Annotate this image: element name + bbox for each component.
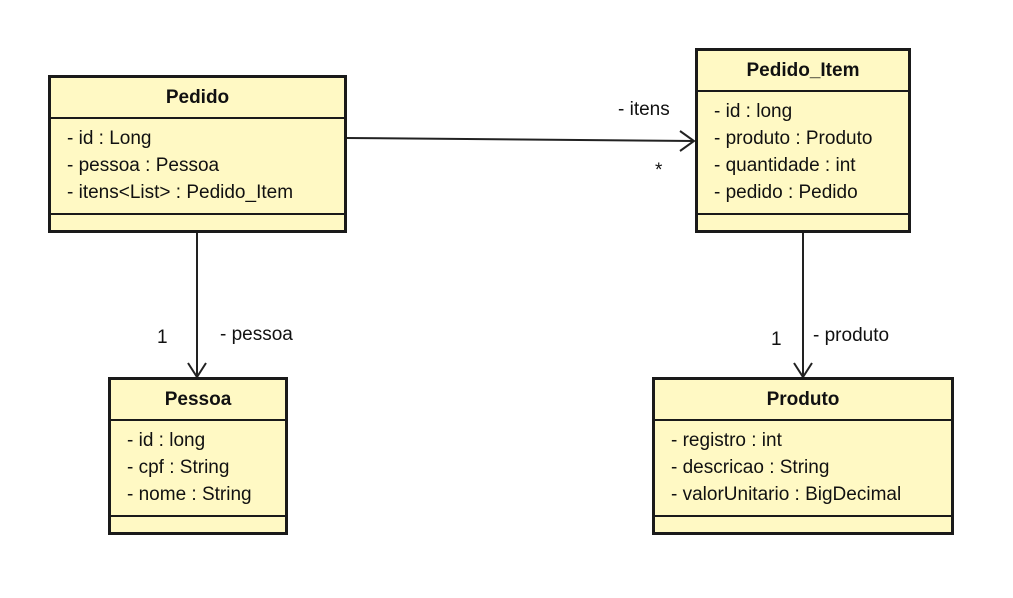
attribute: - descricao : String <box>671 457 830 478</box>
attribute: - registro : int <box>671 430 782 451</box>
attribute: - itens<List> : Pedido_Item <box>67 182 294 203</box>
attribute: - id : Long <box>67 128 152 149</box>
role-label-produto: - produto <box>813 325 890 346</box>
attribute: - pessoa : Pessoa <box>67 155 220 176</box>
attribute: - valorUnitario : BigDecimal <box>671 484 902 505</box>
attribute: - id : long <box>127 430 206 451</box>
attribute: - id : long <box>714 101 793 122</box>
attribute: - nome : String <box>127 484 252 505</box>
class-attributes: - id : long - produto : Produto - quanti… <box>698 92 908 215</box>
class-attributes: - registro : int - descricao : String - … <box>655 421 951 517</box>
class-attributes: - id : long - cpf : String - nome : Stri… <box>111 421 285 517</box>
class-title: Produto <box>655 380 951 421</box>
class-title: Pedido_Item <box>698 51 908 92</box>
class-pedido[interactable]: Pedido - id : Long - pessoa : Pessoa - i… <box>48 75 347 233</box>
class-attributes: - id : Long - pessoa : Pessoa - itens<Li… <box>51 119 344 215</box>
attribute: - cpf : String <box>127 457 230 478</box>
class-title: Pedido <box>51 78 344 119</box>
attribute: - produto : Produto <box>714 128 873 149</box>
role-label-itens: - itens <box>618 99 670 120</box>
pedido-to-pedido-item-line <box>345 137 695 142</box>
class-pedido-item[interactable]: Pedido_Item - id : long - produto : Prod… <box>695 48 911 233</box>
attribute: - pedido : Pedido <box>714 182 858 203</box>
multiplicity-pessoa: 1 <box>157 327 168 348</box>
role-label-pessoa: - pessoa <box>220 324 293 345</box>
class-title: Pessoa <box>111 380 285 421</box>
class-pessoa[interactable]: Pessoa - id : long - cpf : String - nome… <box>108 377 288 535</box>
class-produto[interactable]: Produto - registro : int - descricao : S… <box>652 377 954 535</box>
multiplicity-itens: * <box>655 160 663 181</box>
attribute: - quantidade : int <box>714 155 856 176</box>
pedido-item-arrowhead <box>679 130 696 152</box>
multiplicity-produto: 1 <box>771 329 782 350</box>
